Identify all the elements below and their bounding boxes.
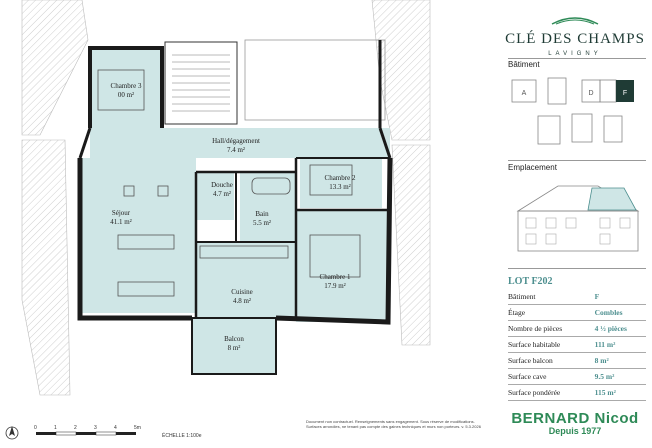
divider: [508, 58, 646, 59]
scale-tick-3: 3: [94, 425, 97, 431]
dining-table: [117, 281, 175, 297]
room-douche: [196, 172, 234, 220]
room-balcon: [192, 318, 276, 374]
divider: [508, 268, 646, 269]
label-sejour-area: 41.1 m²: [110, 218, 132, 226]
spec-value: 115 m²: [590, 384, 646, 401]
fields-icon: [551, 17, 599, 25]
brand-subtitle: LAVIGNY: [548, 51, 602, 57]
scale-tick-1: 1: [54, 425, 57, 431]
company-name: BERNARD Nicod: [511, 410, 639, 427]
brand-logo: CLÉ DES CHAMPS LAVIGNY: [500, 12, 650, 57]
building-label-a: A: [522, 90, 527, 97]
building-label-d: D: [588, 90, 593, 97]
spec-value: 111 m²: [590, 336, 646, 353]
neighbour-unit: [244, 39, 386, 121]
kitchen-counter: [199, 245, 289, 259]
spec-label: Surface cave: [508, 368, 591, 385]
scale-bar: 0 1 2 3 4 5m ÉCHELLE 1:100e: [34, 425, 202, 439]
label-douche-name: Douche: [211, 181, 233, 189]
scale-label: ÉCHELLE 1:100e: [162, 432, 202, 439]
roof-area-left: [21, 0, 89, 136]
floor-plan: Chambre 3 00 m² Hall/dégagement 7.4 m² C…: [5, 0, 431, 440]
label-balcon-name: Balcon: [224, 335, 244, 343]
roof-area-left-lower: [21, 139, 71, 396]
room-cuisine: [196, 242, 296, 320]
emplacement-elevation: [516, 185, 640, 252]
roof-area-right-lower: [391, 144, 431, 346]
divider: [508, 160, 646, 161]
spec-label: Surface habitable: [508, 336, 591, 353]
sofa: [117, 234, 175, 250]
spec-value: 9.5 m²: [590, 368, 646, 385]
spec-label: Surface balcon: [508, 352, 591, 369]
spec-value: 4 ½ pièces: [590, 320, 646, 337]
label-chambre1-name: Chambre 1: [320, 273, 351, 281]
label-douche-area: 4.7 m²: [213, 190, 231, 198]
balcony-outline: [191, 317, 277, 375]
emplacement-panel-title: Emplacement: [508, 163, 557, 172]
scale-tick-2: 2: [74, 425, 77, 431]
label-cuisine-name: Cuisine: [231, 288, 252, 296]
label-hall-name: Hall/dégagement: [212, 137, 260, 145]
batiment-site-map: A D F: [511, 77, 634, 145]
room-hall: [90, 128, 390, 158]
label-bain-area: 5.5 m²: [253, 219, 271, 227]
label-chambre1-area: 17.9 m²: [324, 282, 346, 290]
label-sejour-name: Séjour: [112, 209, 131, 217]
armchair-2: [157, 185, 169, 197]
scale-tick-5: 5m: [134, 425, 141, 431]
brand-title: CLÉ DES CHAMPS: [505, 31, 645, 47]
spec-value: Combles: [590, 304, 646, 321]
spec-label: Nombre de pièces: [508, 320, 591, 337]
walls: [77, 40, 393, 325]
company-logo: BERNARD Nicod Depuis 1977: [500, 410, 650, 436]
label-cuisine-area: 4.8 m²: [233, 297, 251, 305]
armchair-1: [123, 185, 135, 197]
stair-steps: [172, 54, 230, 112]
lot-title: LOT F202: [508, 276, 553, 287]
bed-chambre3: [97, 69, 145, 111]
furniture: [97, 69, 361, 297]
label-chambre2-name: Chambre 2: [325, 174, 356, 182]
spec-label: Étage: [508, 304, 591, 321]
disclaimer: Document non contractuel. Renseignements…: [306, 419, 481, 429]
company-since: Depuis 1977: [548, 426, 602, 436]
label-bain-name: Bain: [255, 210, 269, 218]
scale-tick-0: 0: [34, 425, 37, 431]
bed-chambre1: [309, 234, 361, 278]
label-chambre2-area: 13.3 m²: [329, 183, 351, 191]
room-sejour: [80, 158, 196, 313]
batiment-panel-title: Bâtiment: [508, 60, 540, 69]
spec-label: Surface pondérée: [508, 384, 591, 401]
scale-tick-4: 4: [114, 425, 117, 431]
room-chambre3: [90, 48, 162, 128]
room-bain: [240, 172, 296, 242]
label-balcon-area: 8 m²: [228, 344, 241, 352]
spec-value: F: [590, 289, 646, 305]
compass-icon: [5, 426, 19, 440]
label-hall-area: 7.4 m²: [227, 146, 245, 154]
room-fills: [80, 48, 390, 374]
bed-chambre2: [309, 164, 353, 196]
building-label-f: F: [623, 90, 627, 97]
spec-value: 8 m²: [590, 352, 646, 369]
room-chambre2: [300, 158, 382, 208]
room-chambre1: [296, 210, 388, 322]
spec-label: Bâtiment: [508, 289, 591, 305]
label-chambre3-name: Chambre 3: [111, 82, 142, 90]
bathtub: [251, 177, 291, 195]
label-chambre3-area: 00 m²: [118, 91, 134, 99]
